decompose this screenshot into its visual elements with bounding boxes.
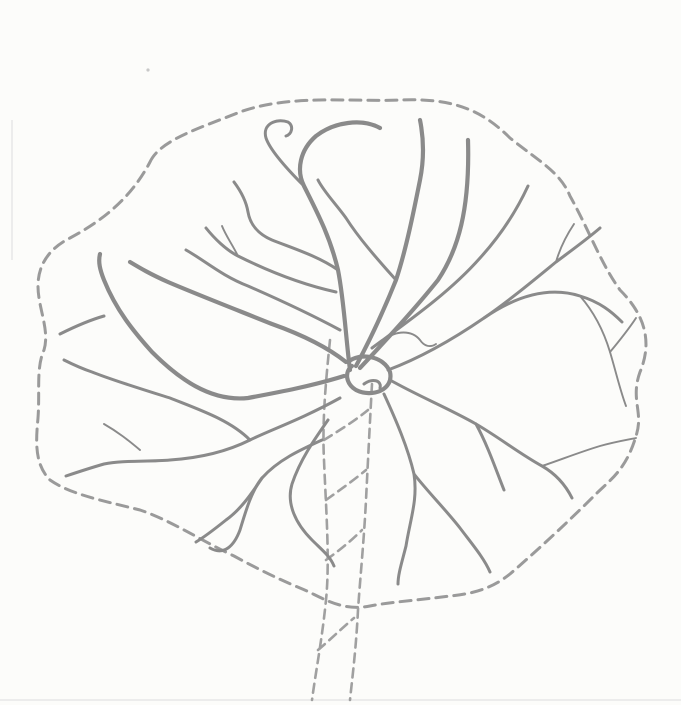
vein-left-upper-3 [206, 228, 336, 292]
vein-hub-small-loop [384, 333, 436, 347]
leaf-outline [37, 100, 646, 608]
vein-left-main [99, 254, 344, 398]
vein-upper-right-3 [372, 186, 528, 348]
vein-lower-left-2 [196, 478, 262, 542]
petiole-cross-2 [326, 470, 366, 500]
vein-lower-right-twig [542, 438, 636, 466]
vein-right-twig-1 [580, 296, 626, 406]
vein-top-hook [265, 121, 304, 186]
speck-mark [146, 68, 149, 71]
petiole-cross-1 [324, 410, 368, 440]
vein-right-upper [484, 228, 600, 318]
petiole-cross-4 [318, 618, 354, 650]
vein-left-lower-2 [64, 360, 250, 440]
vein-hub-loop [347, 357, 390, 394]
vein-left-upper-1 [130, 262, 346, 362]
vein-lower-right-1 [384, 394, 415, 584]
vein-left-lower-twig [104, 424, 140, 450]
vein-left-upper-2 [186, 250, 340, 330]
vein-lower-right-2 [414, 474, 490, 572]
petiole-cross-3 [326, 530, 362, 560]
petiole-right-line [350, 384, 372, 700]
vein-left-sub-1 [60, 316, 104, 334]
vein-upper-right-2 [360, 140, 468, 368]
